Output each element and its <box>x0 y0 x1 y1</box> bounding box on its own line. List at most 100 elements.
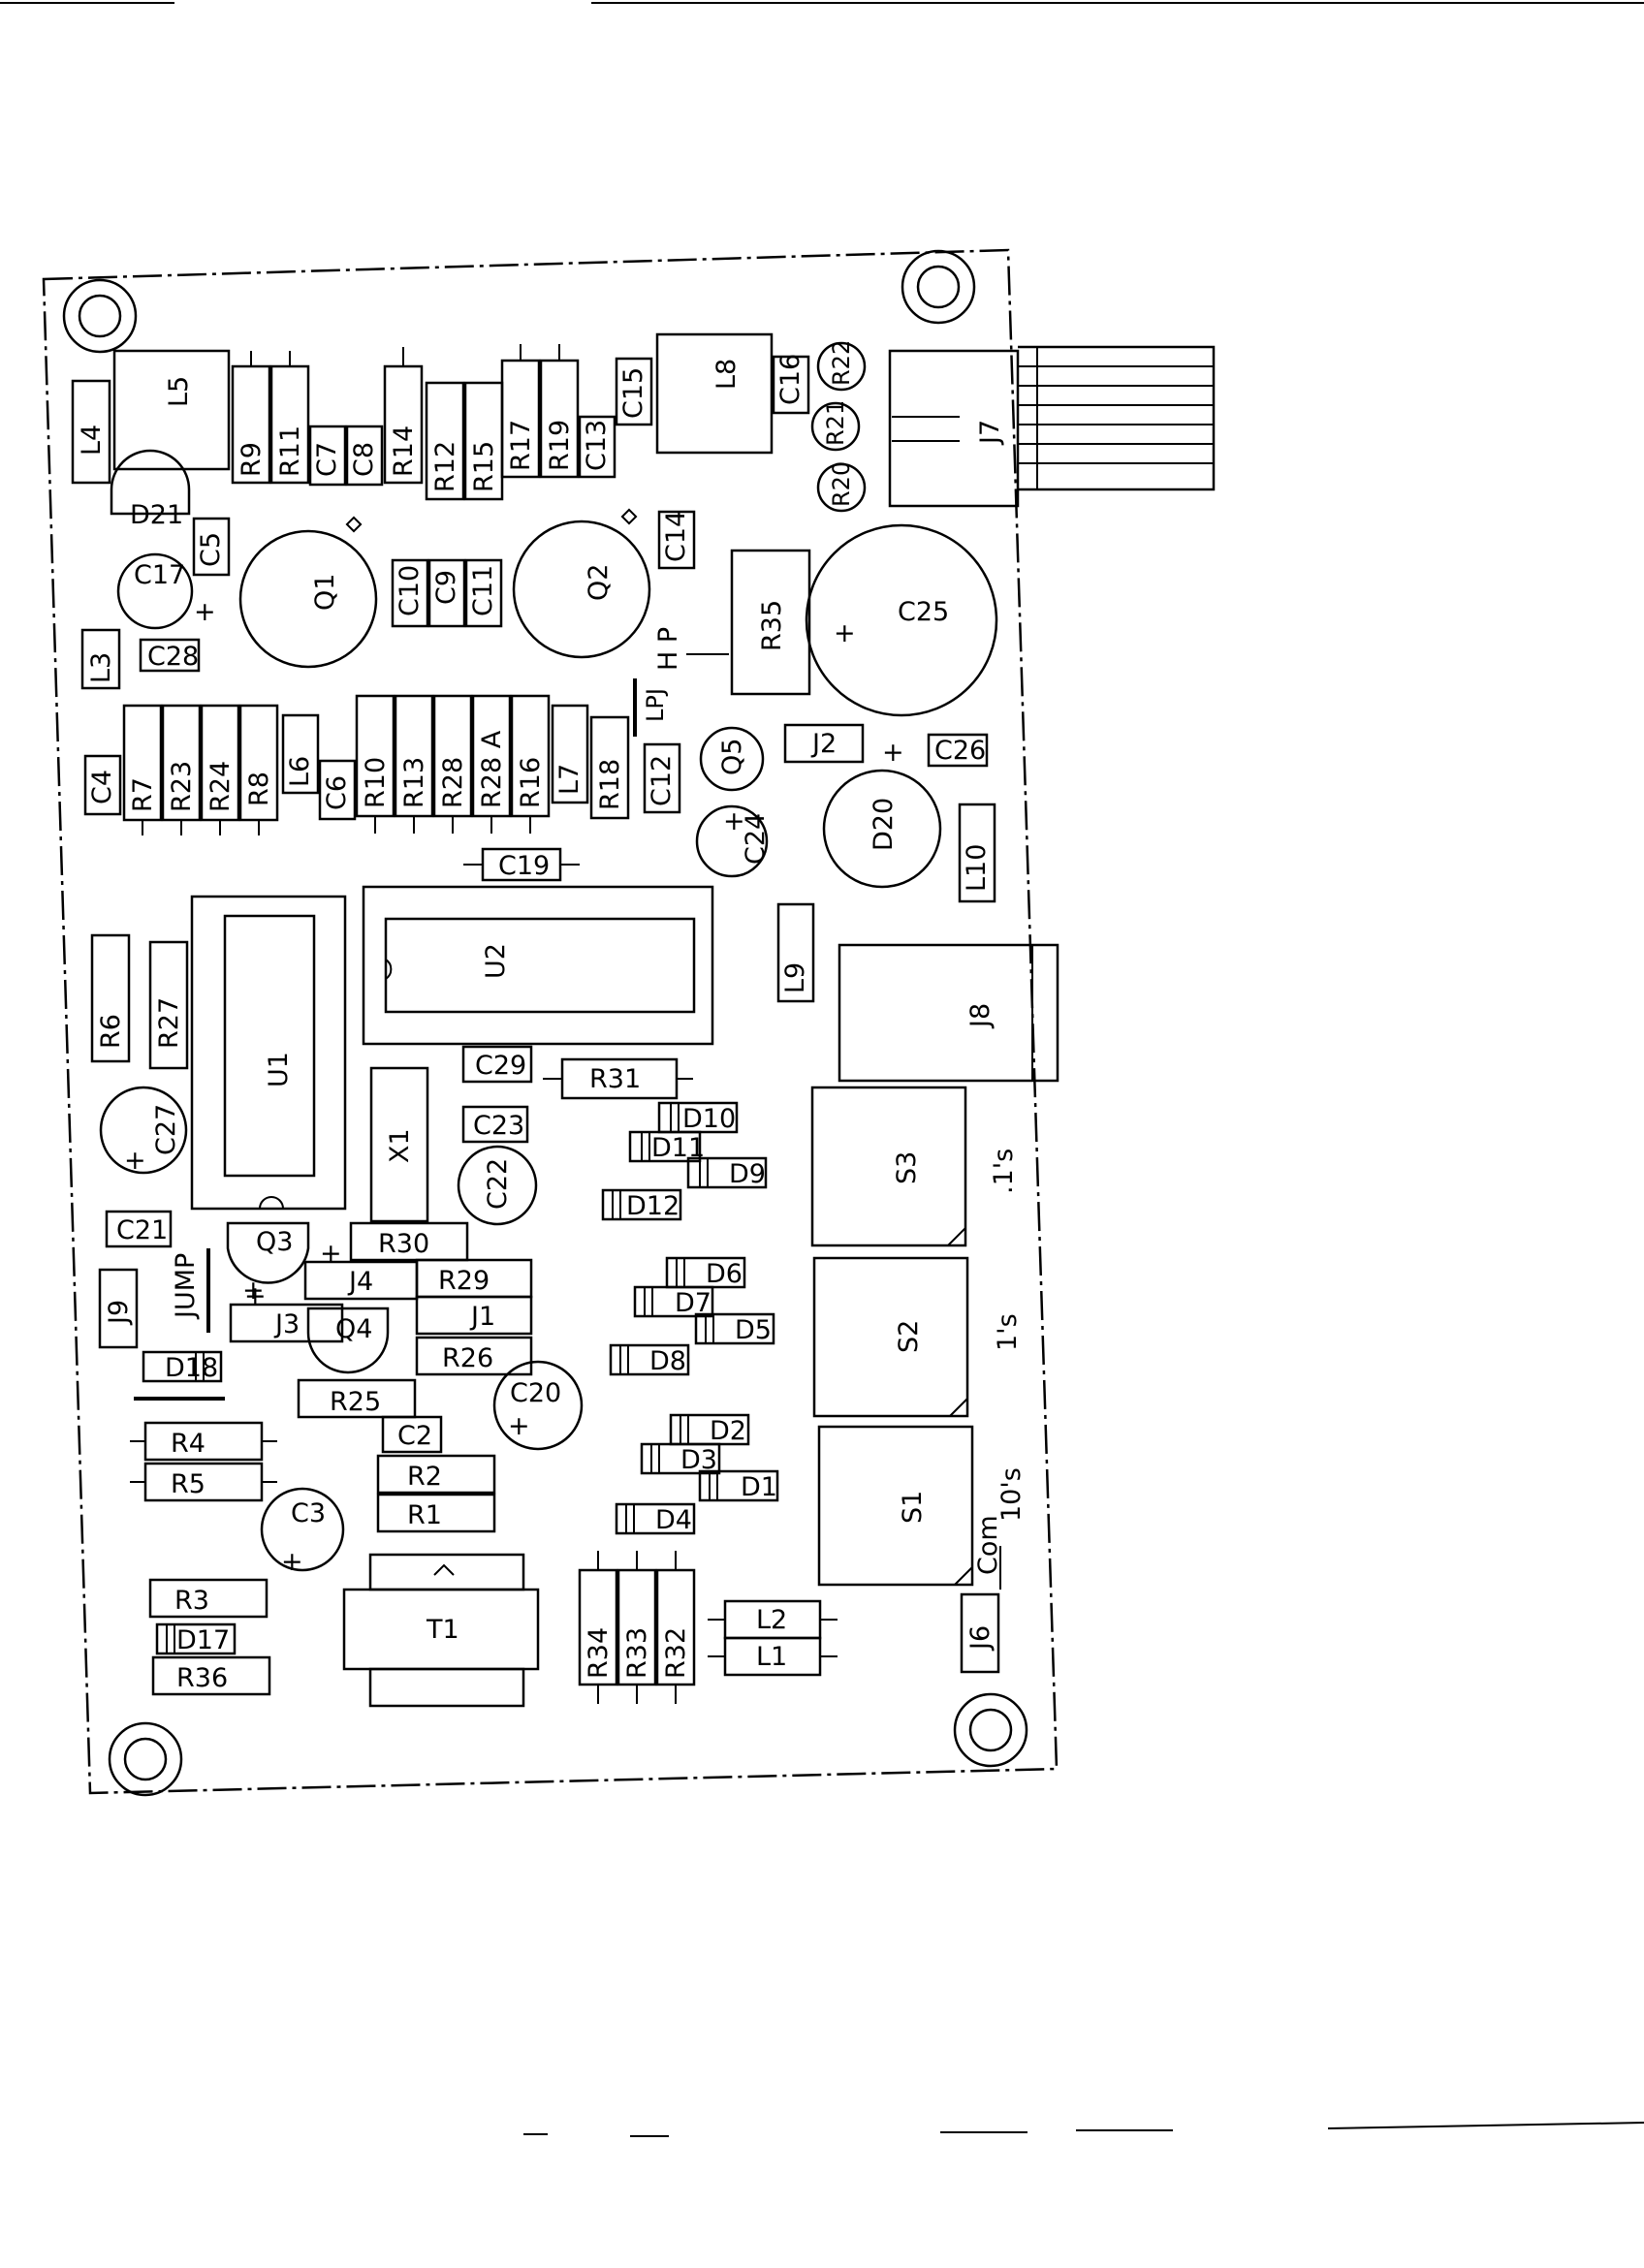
diode-d20: D20+ <box>822 738 942 889</box>
capacitor-c8: C8 <box>345 425 384 487</box>
capacitor-c10: C10 <box>391 558 429 628</box>
diode-d12: D12 <box>601 1188 682 1221</box>
resistor-r6: R6 <box>90 933 131 1063</box>
svg-text:C25: C25 <box>898 597 949 627</box>
resistor-r9: R9 <box>231 364 271 485</box>
resistor-r34: R34 <box>578 1568 618 1686</box>
resistor-r33: R33 <box>616 1568 657 1686</box>
svg-text:R26: R26 <box>442 1343 493 1373</box>
connector-j9[interactable]: J9 <box>98 1268 139 1349</box>
svg-text:R19: R19 <box>545 420 575 471</box>
resistor-r32: R32 <box>655 1568 696 1686</box>
svg-text:J9: J9 <box>104 1300 134 1326</box>
jumper-hp[interactable]: H P <box>653 627 729 671</box>
inductor-l1: L1 <box>723 1636 822 1677</box>
svg-text:C28: C28 <box>147 642 199 672</box>
resistor-r15: R15 <box>463 381 504 501</box>
svg-text:D17: D17 <box>176 1625 230 1655</box>
svg-text:C26: C26 <box>934 736 986 766</box>
mounting-hole <box>108 1721 183 1797</box>
svg-text:C21: C21 <box>116 1215 168 1245</box>
svg-text:+: + <box>508 1411 530 1441</box>
svg-text:R3: R3 <box>174 1586 209 1616</box>
svg-text:C2: C2 <box>397 1421 432 1451</box>
svg-text:L7: L7 <box>554 764 585 795</box>
svg-text:R20: R20 <box>828 461 855 507</box>
capacitor-c22: C22 <box>457 1145 538 1226</box>
com-label: Com <box>973 1515 1003 1590</box>
jumper-lpj[interactable]: LPJ <box>633 678 669 737</box>
inductor-l4: L4 <box>71 379 111 485</box>
svg-text:D10: D10 <box>682 1104 736 1134</box>
svg-text:C24: C24 <box>741 813 771 865</box>
svg-text:R22: R22 <box>828 340 855 386</box>
svg-text:D1: D1 <box>741 1472 777 1502</box>
svg-text:JUMP: JUMP <box>171 1253 201 1320</box>
diode-d8: D8 <box>609 1343 690 1376</box>
svg-text:J4: J4 <box>347 1267 373 1297</box>
crystal-x1: X1 <box>369 1066 429 1223</box>
capacitor-c4: C4 <box>83 754 122 816</box>
svg-text:C13: C13 <box>582 420 612 471</box>
capacitor-c2: C2 <box>381 1415 443 1454</box>
svg-text:D4: D4 <box>655 1505 692 1535</box>
switch-s3[interactable]: S3.1's <box>810 1086 1019 1247</box>
resistor-r8: R8 <box>238 704 279 822</box>
svg-text:Q1: Q1 <box>310 574 340 611</box>
svg-text:Com: Com <box>973 1515 1003 1575</box>
resistor-r36: R36 <box>151 1655 271 1696</box>
connector-j3[interactable]: J3+ <box>229 1281 344 1343</box>
svg-text:C6: C6 <box>322 775 352 810</box>
resistor-r22: R22 <box>816 340 867 392</box>
connector-j2[interactable]: J2 <box>783 723 865 764</box>
svg-text:R28 A: R28 A <box>477 730 507 808</box>
svg-text:C20: C20 <box>510 1378 561 1408</box>
svg-text:+: + <box>723 806 745 836</box>
svg-text:J1: J1 <box>469 1302 495 1332</box>
svg-text:L10: L10 <box>962 844 992 892</box>
diode-d17: D17 <box>155 1622 237 1655</box>
connector-j8[interactable]: J8 <box>838 943 1059 1083</box>
resistor-r21: R21 <box>810 400 861 452</box>
component-leads <box>130 344 838 1704</box>
svg-text:D21: D21 <box>130 500 183 530</box>
capacitor-c13: C13 <box>578 415 616 479</box>
jumper-jump[interactable]: JUMP <box>171 1248 210 1333</box>
svg-text:D8: D8 <box>649 1346 686 1376</box>
svg-text:+: + <box>242 1276 265 1306</box>
svg-text:U2: U2 <box>481 943 511 979</box>
connector-j6[interactable]: J6 <box>960 1592 1000 1674</box>
svg-text:D12: D12 <box>626 1191 680 1221</box>
resistor-r28: R28 <box>432 694 473 818</box>
diode-d4: D4 <box>615 1502 696 1535</box>
svg-text:J8: J8 <box>965 1003 996 1029</box>
svg-text:H P: H P <box>653 627 683 671</box>
svg-text:C3: C3 <box>291 1498 326 1528</box>
svg-text:R32: R32 <box>661 1627 691 1679</box>
resistor-r16: R16 <box>510 694 551 818</box>
connector-j7[interactable]: J7 <box>888 345 1216 508</box>
svg-text:R12: R12 <box>430 441 460 492</box>
svg-text:S3: S3 <box>892 1151 922 1184</box>
svg-text:R36: R36 <box>176 1663 228 1693</box>
inductor-l6: L6 <box>281 713 320 795</box>
svg-text:U1: U1 <box>264 1052 294 1087</box>
svg-text:R6: R6 <box>96 1014 126 1049</box>
capacitor-c6: C6 <box>318 759 357 821</box>
resistor-r28a: R28 A <box>471 694 512 818</box>
scan-mark <box>1327 2122 1644 2129</box>
diode-d7: D7 <box>633 1285 714 1318</box>
mounting-hole <box>62 278 138 354</box>
transistor-q4: Q4 <box>306 1307 390 1374</box>
diode-d21: D21 <box>110 449 191 530</box>
capacitor-c24: C24+ <box>695 804 771 878</box>
connector-j1[interactable]: J1 <box>415 1295 533 1336</box>
svg-text:R33: R33 <box>622 1627 652 1679</box>
resistor-r14: R14 <box>383 364 424 485</box>
svg-text:LPJ: LPJ <box>642 688 669 722</box>
resistor-r25: R25 <box>297 1378 417 1419</box>
svg-text:C27: C27 <box>151 1104 181 1155</box>
board-outline <box>42 248 1059 1795</box>
